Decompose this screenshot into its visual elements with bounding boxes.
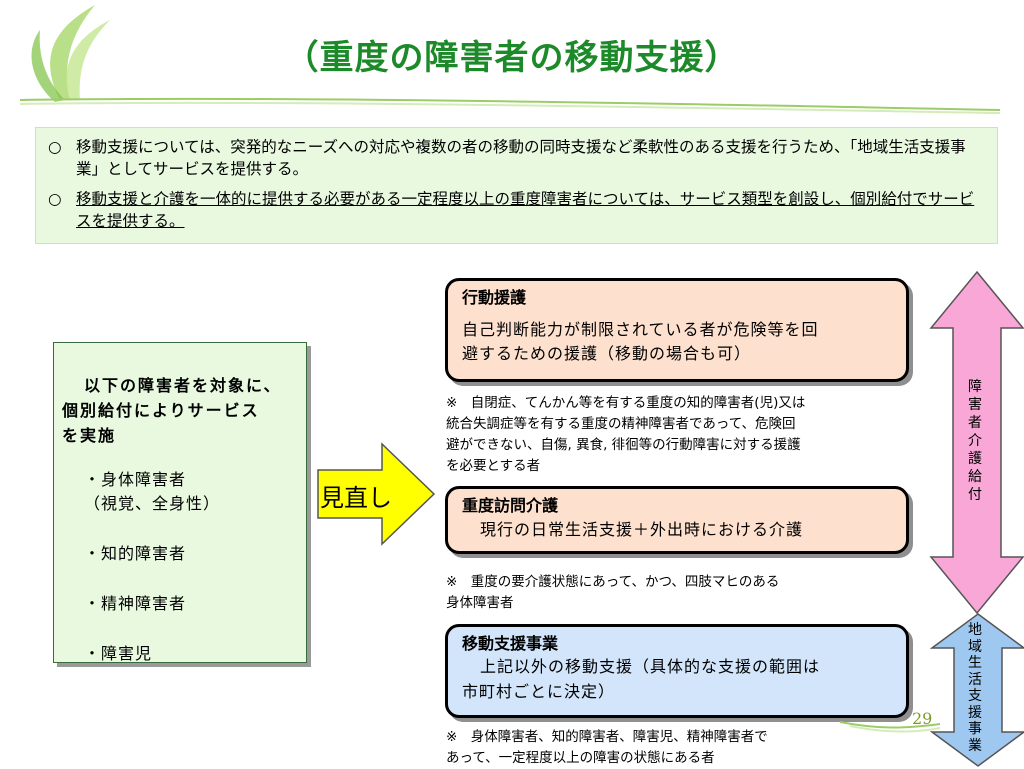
label-char: 域 xyxy=(968,638,982,655)
label-char: 護 xyxy=(968,451,982,467)
individual-benefit-label: 障 害 者 介 護 給 付 xyxy=(960,378,990,504)
label-char: 生 xyxy=(968,655,982,671)
service-note-line: ※ 自閉症、てんかん等を有する重度の知的障害者(児)又は xyxy=(446,395,806,411)
service-note-line: 統合失調症等を有する重度の精神障害者であって、危険回 xyxy=(446,416,796,432)
target-heading: 個別給付によりサービス xyxy=(62,401,260,420)
target-item: ・身体障害者 xyxy=(84,470,187,489)
service-title: 行動援護 xyxy=(462,288,527,307)
target-item: ・精神障害者 xyxy=(84,594,187,613)
page-title: （重度の障害者の移動支援） xyxy=(284,38,740,78)
label-char: 地 xyxy=(968,622,982,638)
summary-box: ○ 移動支援については、突発的なニーズへの対応や複数の者の移動の同時支援など柔軟… xyxy=(35,127,998,244)
service-description-line: 自己判断能力が制限されている者が危険等を回 xyxy=(462,320,819,339)
label-char: 障 xyxy=(968,379,982,395)
summary-bullet: ○ 移動支援については、突発的なニーズへの対応や複数の者の移動の同時支援など柔軟… xyxy=(48,136,985,180)
review-arrow-icon xyxy=(317,442,436,546)
service-note-line: 避ができない、自傷, 異食, 徘徊等の行動障害に対する援護 xyxy=(446,437,801,453)
service-note-line: ※ 身体障害者、知的障害者、障害児、精神障害者で xyxy=(446,729,768,745)
label-char: 付 xyxy=(968,487,982,503)
label-char: 支 xyxy=(968,688,982,704)
service-note-line: を必要とする者 xyxy=(446,458,541,474)
target-item: ・知的障害者 xyxy=(84,544,187,563)
leaf-swoosh-decoration xyxy=(840,721,941,733)
review-label: 見直し xyxy=(320,484,392,512)
service-title: 移動支援事業 xyxy=(462,634,559,653)
service-note-line: ※ 重度の要介護状態にあって、かつ、四肢マヒのある xyxy=(446,574,780,590)
service-description-line: 市町村ごとに決定） xyxy=(462,682,616,701)
summary-bullet: ○ 移動支援と介護を一体的に提供する必要がある一定程度以上の重度障害者については… xyxy=(48,188,985,232)
label-char: 介 xyxy=(968,433,982,449)
page-number: 29 xyxy=(912,709,933,728)
service-description: 自己判断能力が制限されている者が危険等を回 避するための援護（移動の場合も可） xyxy=(462,318,892,366)
label-char: 害 xyxy=(968,397,982,413)
double-arrow-icon xyxy=(930,613,1024,767)
service-description: 現行の日常生活支援＋外出時における介護 xyxy=(480,520,804,539)
service-note: ※ 自閉症、てんかん等を有する重度の知的障害者(児)又は 統合失調症等を有する重… xyxy=(446,393,916,477)
circle-bullet-icon: ○ xyxy=(48,138,62,156)
circle-bullet-icon: ○ xyxy=(48,190,62,208)
leaf-swoosh-decoration xyxy=(19,5,1001,114)
service-note: ※ 身体障害者、知的障害者、障害児、精神障害者で あって、一定程度以上の障害の状… xyxy=(446,727,916,769)
target-group-box: 以下の障害者を対象に、 個別給付によりサービス を実施 ・身体障害者 （視覚、全… xyxy=(53,342,307,663)
target-item: （視覚、全身性） xyxy=(84,494,221,513)
target-heading: 以下の障害者を対象に、 xyxy=(84,376,282,395)
community-support-label: 地 域 生 活 支 援 事 業 xyxy=(960,622,990,754)
target-heading: を実施 xyxy=(62,426,117,445)
service-title: 重度訪問介護 xyxy=(462,496,559,515)
service-description-line: 上記以外の移動支援（具体的な支援の範囲は xyxy=(480,657,821,676)
service-box-severe-home-care: 重度訪問介護 現行の日常生活支援＋外出時における介護 xyxy=(445,486,909,554)
double-arrow-icon xyxy=(929,270,1024,615)
service-box-behavior-support: 行動援護 自己判断能力が制限されている者が危険等を回 避するための援護（移動の場… xyxy=(445,278,909,382)
summary-text: 移動支援については、突発的なニーズへの対応や複数の者の移動の同時支援など柔軟性の… xyxy=(76,138,966,178)
label-char: 援 xyxy=(968,704,982,721)
target-item: ・障害児 xyxy=(84,644,153,663)
service-note-line: あって、一定程度以上の障害の状態にある者 xyxy=(446,750,715,766)
service-box-mobility-support: 移動支援事業 上記以外の移動支援（具体的な支援の範囲は 市町村ごとに決定） xyxy=(445,624,909,718)
label-char: 事 xyxy=(968,721,982,737)
label-char: 活 xyxy=(968,671,982,688)
service-note-line: 身体障害者 xyxy=(446,595,514,611)
label-char: 給 xyxy=(968,469,982,485)
label-char: 業 xyxy=(968,737,982,754)
label-char: 者 xyxy=(968,415,982,431)
service-description-line: 避するための援護（移動の場合も可） xyxy=(462,344,752,363)
summary-text: 移動支援と介護を一体的に提供する必要がある一定程度以上の重度障害者については、サ… xyxy=(76,190,975,230)
service-note: ※ 重度の要介護状態にあって、かつ、四肢マヒのある 身体障害者 xyxy=(446,572,916,614)
